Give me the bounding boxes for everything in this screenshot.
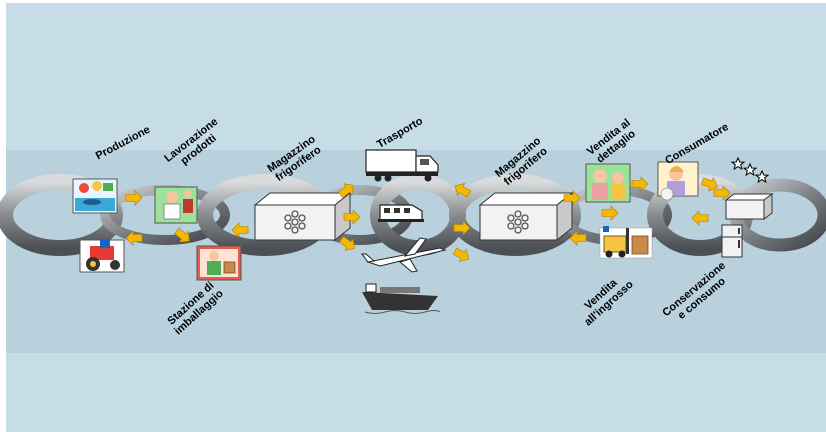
freezer-icon <box>724 193 774 220</box>
flow-arrow <box>231 222 249 238</box>
flow-arrow <box>174 227 190 243</box>
flow-arrow <box>454 182 472 198</box>
ship-icon <box>362 283 441 314</box>
flow-arrow <box>691 210 709 226</box>
consumer-icon <box>657 161 699 201</box>
farm-produce-icon <box>72 178 118 214</box>
flow-arrow <box>453 220 471 236</box>
flow-arrow <box>452 247 470 263</box>
flow-arrow <box>125 230 143 246</box>
fridge-icon <box>721 224 743 258</box>
cold-storage-box-icon <box>478 191 574 242</box>
packaging-worker-icon <box>196 245 242 281</box>
flow-arrows <box>125 176 731 263</box>
flow-arrow <box>125 190 143 206</box>
retail-shoppers-icon <box>585 163 631 203</box>
cold-storage-box-icon <box>253 191 352 242</box>
train-icon <box>378 204 424 222</box>
flow-arrow <box>631 176 649 192</box>
flow-arrow <box>569 230 587 246</box>
airplane-icon <box>361 237 447 273</box>
chain-link <box>449 174 581 256</box>
factory-worker-icon <box>154 186 198 224</box>
forklift-icon <box>599 226 653 259</box>
flow-arrow <box>700 176 718 192</box>
stars-icon <box>730 156 770 184</box>
flow-arrow <box>338 183 354 198</box>
flow-arrow <box>339 236 355 251</box>
tractor-icon <box>79 239 125 273</box>
chain-link <box>0 174 123 256</box>
flow-arrow <box>601 205 619 221</box>
truck-icon <box>365 149 439 182</box>
flow-arrow <box>563 190 581 206</box>
flow-arrow <box>713 185 731 201</box>
flow-arrow <box>343 209 361 225</box>
